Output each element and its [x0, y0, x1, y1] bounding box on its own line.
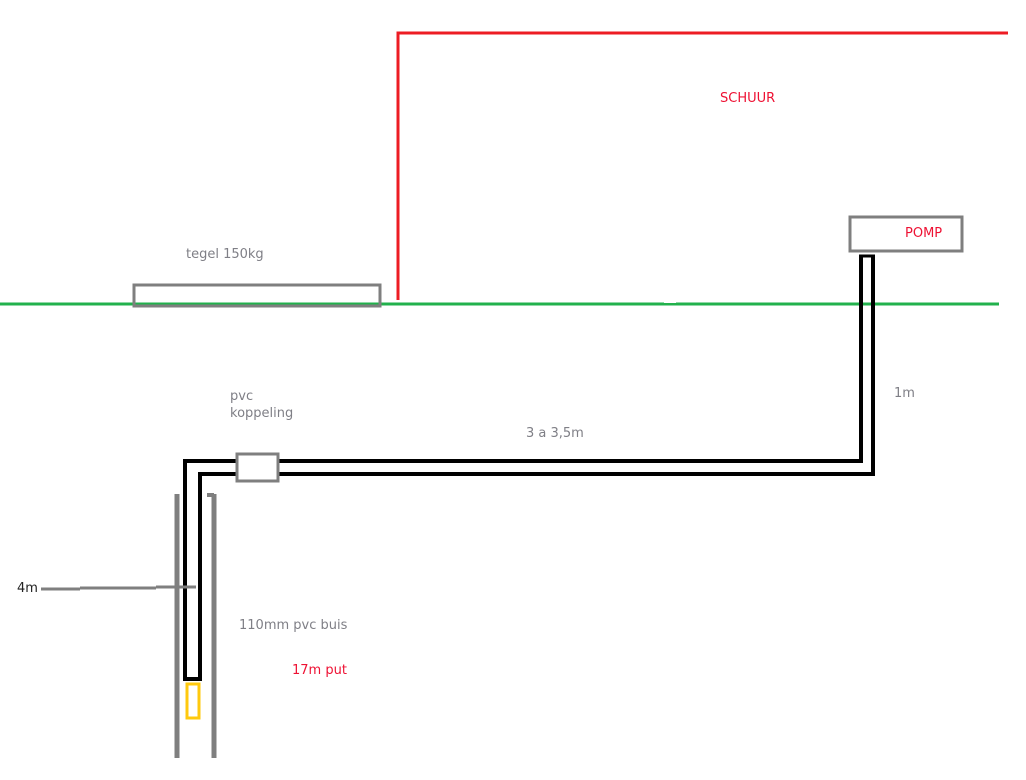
- shed-label: SCHUUR: [720, 91, 776, 106]
- coupling-label-line-2: koppeling: [230, 406, 294, 421]
- pump-label: POMP: [905, 226, 943, 241]
- coupling-label-line-1: pvc: [230, 389, 254, 404]
- depth-marker-label: 4m: [17, 581, 38, 596]
- tile-slab: [132, 283, 382, 308]
- foot-filter: [185, 682, 201, 720]
- shed-outline: [396, 31, 1008, 300]
- suction-pipe-outer: [183, 255, 863, 680]
- tile-label: tegel 150kg: [186, 247, 264, 262]
- vertical-length-label: 1m: [894, 386, 915, 401]
- casing-label: 110mm pvc buis: [239, 618, 348, 633]
- pvc-coupling: [235, 452, 280, 483]
- horizontal-length-label: 3 a 3,5m: [526, 426, 584, 441]
- suction-pipe-inner: [198, 255, 875, 680]
- ground-line-gap: [664, 300, 676, 303]
- pump-box: [848, 215, 964, 253]
- well-depth-label: 17m put: [292, 663, 347, 678]
